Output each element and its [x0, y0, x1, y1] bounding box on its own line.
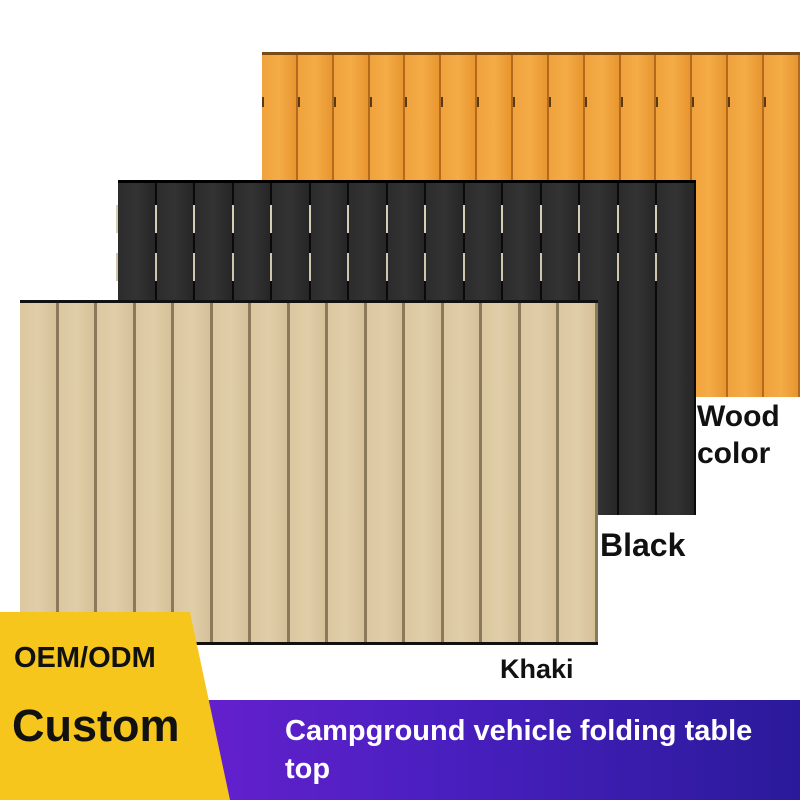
table-slat — [482, 303, 521, 642]
table-slat — [212, 303, 252, 642]
khaki-table-top — [20, 300, 598, 645]
table-slat — [692, 55, 729, 397]
wood-color-label: Wood color — [697, 400, 780, 470]
table-slat — [135, 303, 175, 642]
table-slat — [443, 303, 483, 642]
table-slat — [174, 303, 213, 642]
product-title: Campground vehicle folding table top — [285, 715, 753, 785]
table-slat — [520, 303, 560, 642]
khaki-color-label: Khaki — [500, 654, 574, 684]
table-slat — [728, 55, 765, 397]
custom-badge — [0, 612, 230, 800]
black-color-label: Black — [600, 527, 686, 563]
table-slat — [20, 303, 59, 642]
table-slat — [559, 303, 598, 642]
table-slat — [251, 303, 290, 642]
table-slat — [328, 303, 367, 642]
table-slat — [58, 303, 98, 642]
badge-oem-text: OEM/ODM — [14, 642, 156, 674]
badge-custom-text: Custom — [12, 700, 180, 751]
table-slat — [405, 303, 444, 642]
table-slat — [616, 183, 658, 515]
table-slat — [366, 303, 406, 642]
table-slat — [97, 303, 136, 642]
table-slat — [764, 55, 800, 397]
table-slat — [655, 183, 696, 515]
table-slat — [289, 303, 329, 642]
